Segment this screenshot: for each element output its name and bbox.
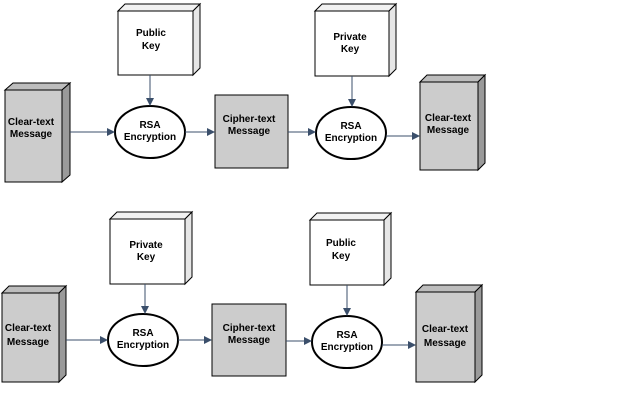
public-key-label-line1: Public <box>136 28 166 39</box>
clear-text-output-box: Clear-text Message <box>418 73 487 172</box>
public-key-label-line2: Key <box>332 251 351 262</box>
clear-text-input-box: Clear-text Message <box>3 81 72 184</box>
clear-text-output-label-line2: Message <box>424 338 467 349</box>
clear-text-output-label-line2: Message <box>427 125 470 136</box>
rsa-encryption-ellipse: RSA Encryption <box>107 313 179 367</box>
clear-text-input-label-line1: Clear-text <box>8 117 55 128</box>
clear-text-input-box: Clear-text Message <box>0 284 68 384</box>
clear-text-output-box: Clear-text Message <box>414 283 484 384</box>
private-key-box: Private Key <box>313 2 398 78</box>
public-key-box: Public Key <box>116 2 202 77</box>
cipher-text-label-line2: Message <box>228 126 271 137</box>
flow-1: Clear-text Message Public Key RSA Encryp… <box>3 2 487 184</box>
clear-text-input-label-line2: Message <box>7 337 50 348</box>
public-key-box: Public Key <box>308 211 393 287</box>
public-key-label-line1: Public <box>326 238 356 249</box>
rsa-decryption-label-line2: Encryption <box>325 133 377 144</box>
rsa-encryption-label-line1: RSA <box>132 328 153 339</box>
rsa-decryption-label-line2: Encryption <box>321 342 373 353</box>
rsa-decryption-ellipse: RSA Encryption <box>315 106 387 160</box>
private-key-label-line2: Key <box>341 44 360 55</box>
clear-text-output-label-line1: Clear-text <box>422 324 469 335</box>
cipher-text-box: Cipher-text Message <box>214 94 289 169</box>
rsa-decryption-ellipse: RSA Encryption <box>311 315 383 369</box>
cipher-text-box: Cipher-text Message <box>211 303 287 377</box>
clear-text-input-label-line2: Message <box>10 129 53 140</box>
public-key-label-line2: Key <box>142 41 161 52</box>
clear-text-output-label-line1: Clear-text <box>425 113 472 124</box>
rsa-encryption-label-line2: Encryption <box>124 132 176 143</box>
cipher-text-label-line2: Message <box>228 335 271 346</box>
private-key-label-line1: Private <box>129 240 163 251</box>
flow-2: Clear-text Message Private Key RSA Encry… <box>0 210 484 384</box>
private-key-box: Private Key <box>108 210 194 286</box>
rsa-encryption-label-line1: RSA <box>139 120 160 131</box>
rsa-decryption-label-line1: RSA <box>340 121 361 132</box>
rsa-encryption-label-line2: Encryption <box>117 340 169 351</box>
private-key-label-line1: Private <box>333 32 367 43</box>
clear-text-input-label-line1: Clear-text <box>5 323 52 334</box>
cipher-text-label-line1: Cipher-text <box>223 323 276 334</box>
cipher-text-label-line1: Cipher-text <box>223 114 276 125</box>
rsa-decryption-label-line1: RSA <box>336 330 357 341</box>
rsa-encryption-ellipse: RSA Encryption <box>114 105 186 159</box>
private-key-label-line2: Key <box>137 252 156 263</box>
